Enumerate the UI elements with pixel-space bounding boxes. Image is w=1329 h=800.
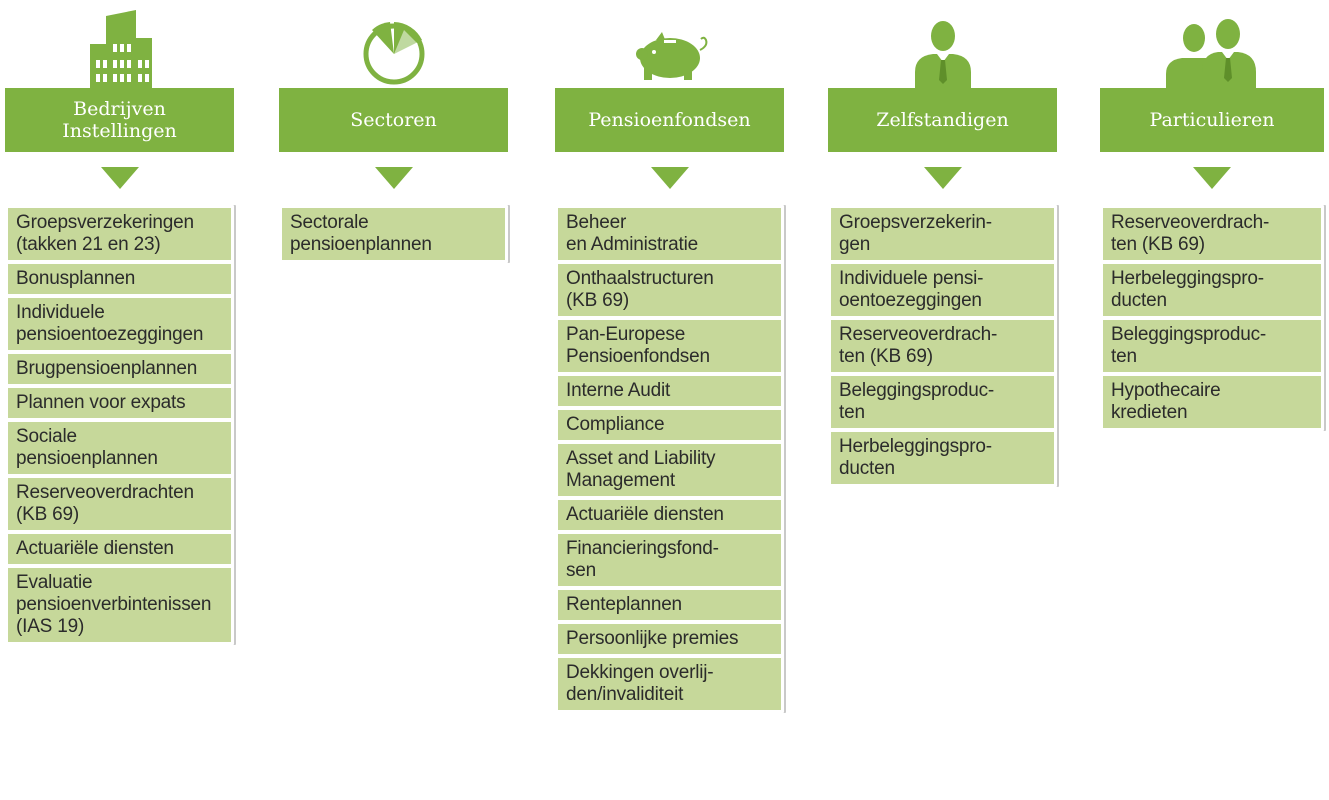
- list-item: Herbeleggingspro- ducten: [831, 432, 1054, 484]
- header-pensioenfondsen-label: Pensioenfondsen: [588, 109, 751, 131]
- item-list: Groepsverzekerin- gen Individuele pensi-…: [828, 205, 1057, 487]
- two-people-icon: [1100, 10, 1324, 90]
- down-arrow-icon: [374, 167, 413, 189]
- header-zelfstandigen-label: Zelfstandigen: [876, 109, 1009, 131]
- header-sectoren: Sectoren: [279, 88, 508, 152]
- item-list: Reserveoverdrach- ten (KB 69) Herbeleggi…: [1100, 205, 1324, 431]
- header-bedrijven: Bedrijven Instellingen: [5, 88, 234, 152]
- list-item: Beleggingsproduc- ten: [1103, 320, 1321, 372]
- down-arrow-icon: [1193, 167, 1231, 189]
- list-item: Hypothecaire kredieten: [1103, 376, 1321, 428]
- buildings-icon: [5, 10, 234, 90]
- list-item: Renteplannen: [558, 590, 781, 620]
- list-item: Plannen voor expats: [8, 388, 231, 418]
- header-pensioenfondsen: Pensioenfondsen: [555, 88, 784, 152]
- list-item: Beheer en Administratie: [558, 208, 781, 260]
- down-arrow-icon: [923, 167, 962, 189]
- list-item: Financieringsfond- sen: [558, 534, 781, 586]
- list-item: Compliance: [558, 410, 781, 440]
- list-item: Groepsverzekeringen (takken 21 en 23): [8, 208, 231, 260]
- list-item: Sectorale pensioenplannen: [282, 208, 505, 260]
- header-particulieren-label: Particulieren: [1149, 109, 1275, 131]
- item-list: Groepsverzekeringen (takken 21 en 23) Bo…: [5, 205, 234, 645]
- pie-chart-icon: [279, 10, 508, 90]
- header-zelfstandigen: Zelfstandigen: [828, 88, 1057, 152]
- list-item: Asset and Liability Management: [558, 444, 781, 496]
- list-item: Reserveoverdrachten (KB 69): [8, 478, 231, 530]
- item-list: Beheer en Administratie Onthaalstructure…: [555, 205, 784, 713]
- list-item: Reserveoverdrach- ten (KB 69): [1103, 208, 1321, 260]
- down-arrow-icon: [650, 167, 689, 189]
- item-list: Sectorale pensioenplannen: [279, 205, 508, 263]
- list-item: Onthaalstructuren (KB 69): [558, 264, 781, 316]
- list-item: Actuariële diensten: [558, 500, 781, 530]
- list-item: Sociale pensioenplannen: [8, 422, 231, 474]
- header-particulieren: Particulieren: [1100, 88, 1324, 152]
- list-item: Dekkingen overlij- den/invaliditeit: [558, 658, 781, 710]
- businessman-icon: [828, 10, 1057, 90]
- header-sectoren-label: Sectoren: [350, 109, 437, 131]
- list-item: Pan-Europese Pensioenfondsen: [558, 320, 781, 372]
- list-item: Actuariële diensten: [8, 534, 231, 564]
- list-item: Reserveoverdrach- ten (KB 69): [831, 320, 1054, 372]
- list-item: Groepsverzekerin- gen: [831, 208, 1054, 260]
- list-item: Individuele pensi- oentoezeggingen: [831, 264, 1054, 316]
- list-item: Evaluatie pensioenverbintenissen (IAS 19…: [8, 568, 231, 642]
- list-item: Brugpensioenplannen: [8, 354, 231, 384]
- list-item: Persoonlijke premies: [558, 624, 781, 654]
- list-item: Interne Audit: [558, 376, 781, 406]
- list-item: Bonusplannen: [8, 264, 231, 294]
- down-arrow-icon: [100, 167, 139, 189]
- piggy-bank-icon: [555, 10, 784, 90]
- list-item: Individuele pensioentoezeggingen: [8, 298, 231, 350]
- list-item: Beleggingsproduc- ten: [831, 376, 1054, 428]
- header-bedrijven-label: Bedrijven Instellingen: [62, 98, 177, 142]
- list-item: Herbeleggingspro- ducten: [1103, 264, 1321, 316]
